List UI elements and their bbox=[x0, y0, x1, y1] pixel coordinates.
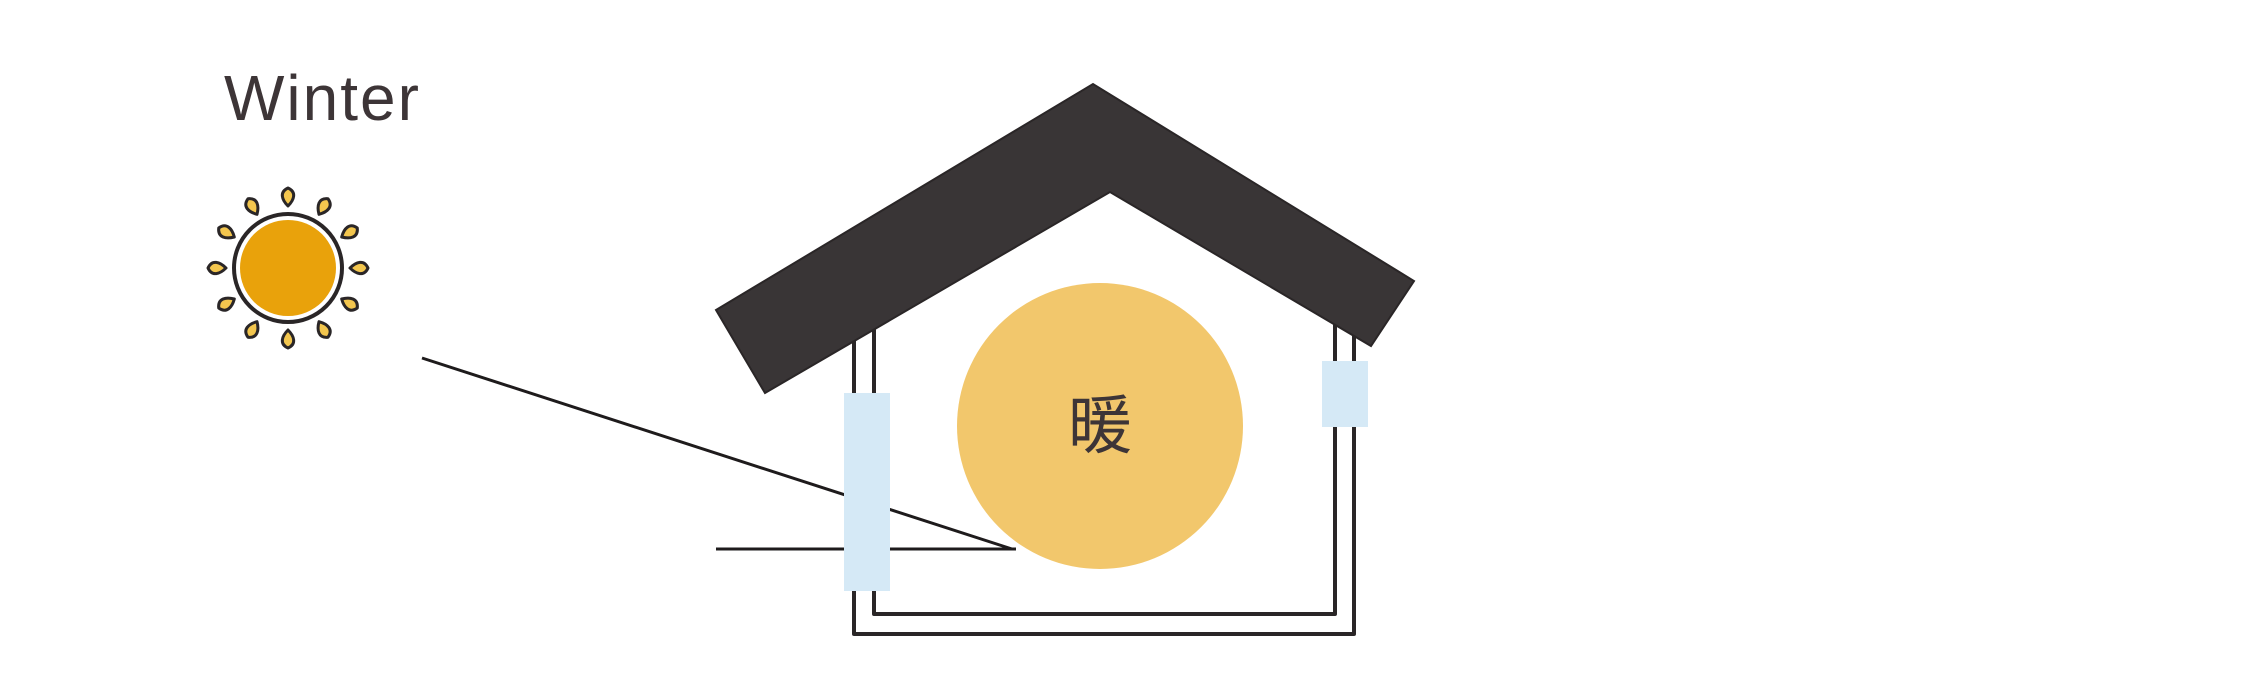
sun-rays bbox=[206, 186, 370, 350]
sun-icon bbox=[206, 186, 370, 350]
sun-ray bbox=[217, 296, 236, 312]
window-right bbox=[1322, 361, 1368, 427]
sun-ray bbox=[348, 260, 370, 276]
sun-ray bbox=[244, 197, 260, 216]
sun-ray bbox=[217, 224, 236, 240]
sun-core bbox=[240, 220, 336, 316]
house-icon: 暖 bbox=[714, 82, 1416, 636]
sun-ring bbox=[232, 212, 344, 324]
sun-ray-line bbox=[421, 356, 1016, 551]
sun-ray bbox=[206, 260, 228, 276]
diagram-title: Winter bbox=[224, 62, 421, 134]
house-roof bbox=[714, 82, 1416, 395]
sun-ray bbox=[280, 186, 296, 208]
sun-ray bbox=[316, 197, 332, 216]
sun-ray bbox=[340, 296, 359, 312]
sun-ray bbox=[340, 224, 359, 240]
warmth-label: 暖 bbox=[1068, 390, 1132, 464]
warmth-circle bbox=[957, 283, 1243, 569]
sun-ray bbox=[244, 320, 260, 339]
window-left bbox=[844, 393, 890, 591]
sun-ray bbox=[316, 320, 332, 339]
sun-ray bbox=[280, 328, 296, 350]
